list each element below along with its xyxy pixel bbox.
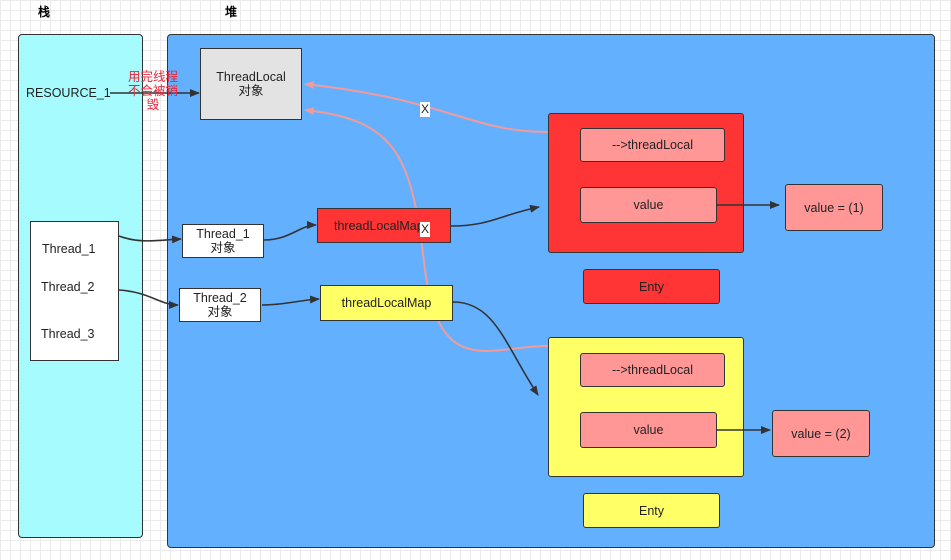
- entry-1-key[interactable]: -->threadLocal: [580, 128, 725, 162]
- threadlocal-object[interactable]: ThreadLocal 对象: [200, 48, 302, 120]
- thread-3-label: Thread_3: [41, 327, 95, 341]
- threadlocal-object-line-1: ThreadLocal: [216, 70, 286, 84]
- entry-1-key-label: -->threadLocal: [612, 138, 693, 152]
- arrow-thread2-to-obj: [118, 289, 179, 309]
- thread-local-map-1[interactable]: threadLocalMap: [317, 208, 451, 243]
- entry-2-type-label[interactable]: Enty: [583, 493, 720, 528]
- arrow-obj2-to-map2: [261, 295, 320, 306]
- cut-mark-2: X: [420, 222, 430, 237]
- entry-2-value-label: value: [633, 423, 664, 437]
- thread-1-label: Thread_1: [42, 242, 96, 256]
- thread-2-object-line-1: Thread_2: [193, 291, 247, 305]
- thread-1-object-line-2: 对象: [210, 241, 236, 255]
- value-1-box[interactable]: value = (1): [785, 184, 883, 231]
- cut-mark-1: X: [420, 102, 430, 117]
- value-1-label: value = (1): [804, 200, 864, 215]
- entry-1-value[interactable]: value: [580, 187, 717, 223]
- stack-heading: 栈: [38, 5, 51, 19]
- thread-2-label: Thread_2: [41, 280, 95, 294]
- entry-1-value-label: value: [633, 198, 664, 212]
- thread-local-map-1-label: threadLocalMap: [334, 219, 424, 233]
- arrow-map1-to-entry1: [450, 204, 540, 227]
- entry-2-key[interactable]: -->threadLocal: [580, 353, 725, 387]
- value-2-label: value = (2): [791, 426, 851, 441]
- threadlocal-object-line-2: 对象: [238, 84, 264, 98]
- entry-1-type-label[interactable]: Enty: [583, 269, 720, 304]
- thread-local-map-2[interactable]: threadLocalMap: [320, 285, 453, 321]
- thread-1-object-line-1: Thread_1: [196, 227, 250, 241]
- entry-1-type-text: Enty: [638, 279, 664, 294]
- gc-annotation-line-2: 不会被销: [127, 83, 178, 98]
- resource-label[interactable]: RESOURCE_1: [26, 86, 111, 100]
- weak-ref-entry1-to-threadlocal: [304, 81, 549, 133]
- entry-2-value[interactable]: value: [580, 412, 717, 448]
- arrow-map2-to-entry2: [452, 301, 539, 396]
- entry-2-type-text: Enty: [638, 503, 664, 518]
- thread-2-object[interactable]: Thread_2 对象: [179, 288, 261, 322]
- gc-annotation-line-3: 毁: [146, 97, 160, 112]
- gc-annotation-line-1: 用完线程: [127, 69, 178, 84]
- heap-heading: 堆: [225, 5, 238, 19]
- thread-local-map-2-label: threadLocalMap: [341, 296, 432, 310]
- gc-annotation: 用完线程 不会被销 毁: [124, 70, 182, 112]
- arrow-obj1-to-map1: [263, 221, 317, 241]
- thread-1-object[interactable]: Thread_1 对象: [182, 224, 264, 258]
- entry-2-key-label: -->threadLocal: [612, 363, 693, 377]
- weak-ref-entry2-to-threadlocal: [304, 106, 549, 352]
- thread-2-object-line-2: 对象: [207, 305, 233, 319]
- value-2-box[interactable]: value = (2): [772, 410, 870, 457]
- thread-list-box[interactable]: [30, 221, 119, 361]
- arrow-thread1-to-obj: [118, 235, 182, 244]
